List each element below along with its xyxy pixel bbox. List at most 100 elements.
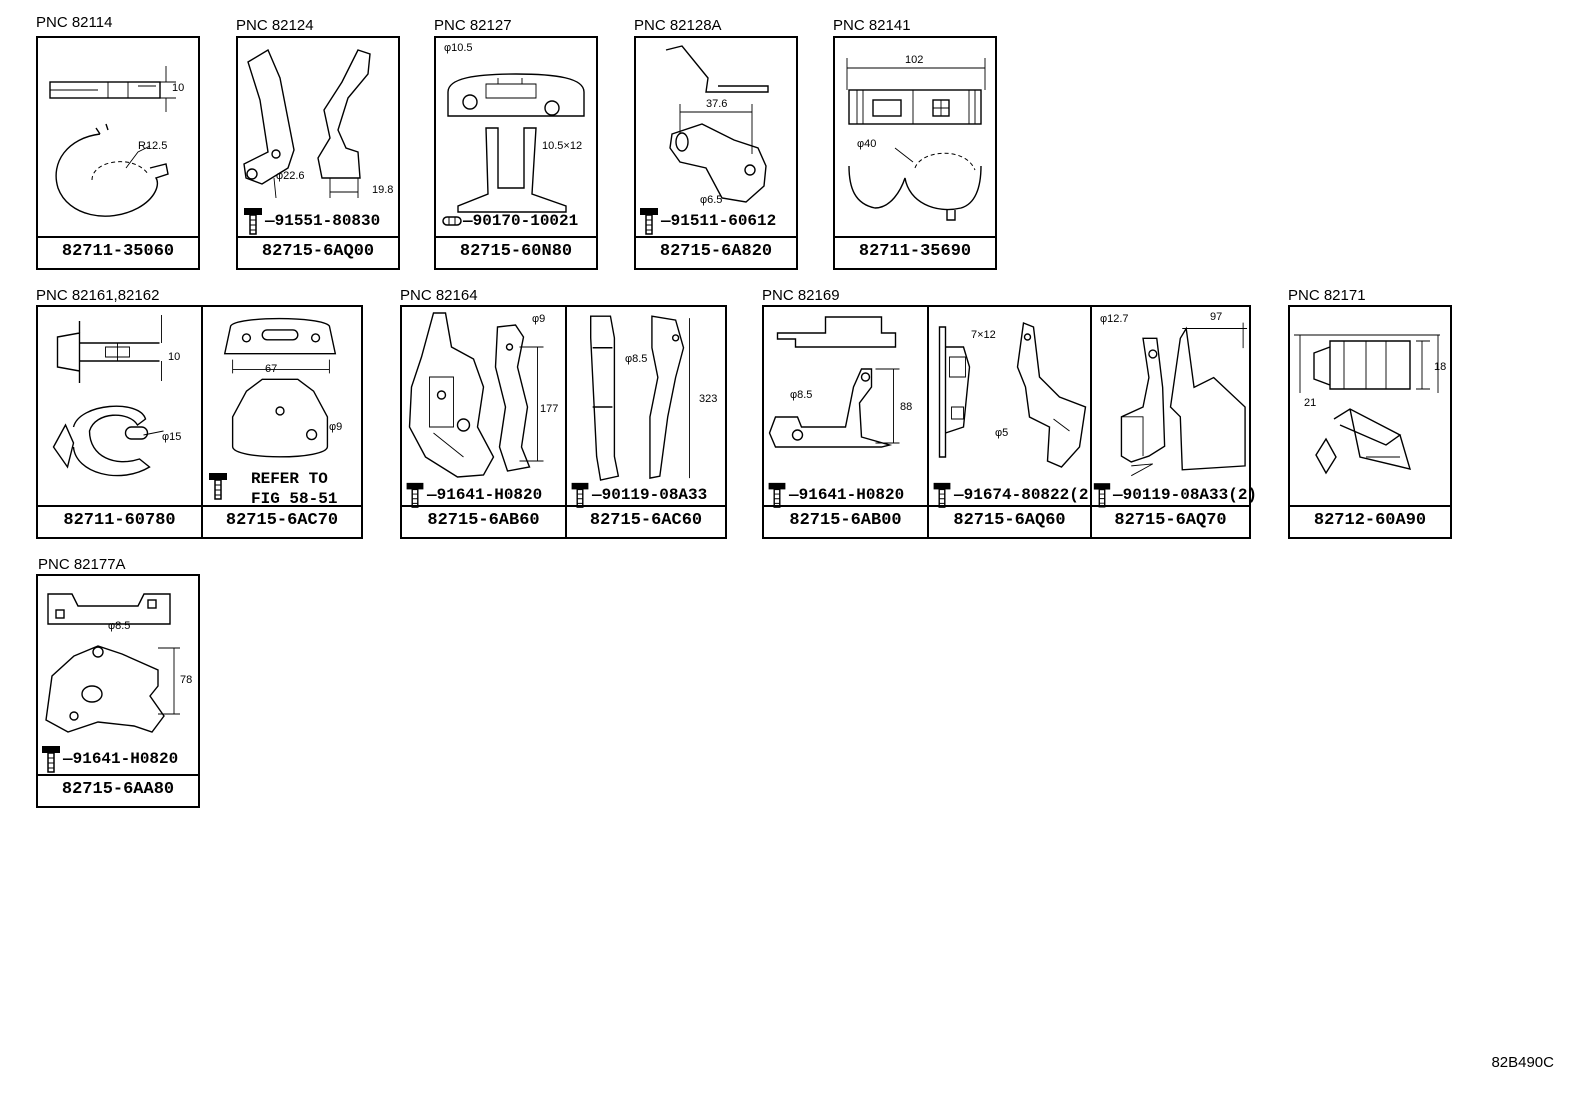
dimension-label: φ8.5 [790,389,813,401]
part-number: 82715-6AQ00 [238,236,398,268]
dimension-label: 323 [699,393,718,405]
part-cell: φ8.5 323 —90119-08A33 82715-6AC60 [565,307,725,537]
dimension-label: φ12.7 [1100,313,1129,325]
bolt-icon [244,208,262,235]
pnc-label: PNC 82128A [634,17,722,34]
dimension-label: 21 [1304,397,1317,409]
bolt-icon [933,482,951,508]
bolt-part-number: 91551-80830 [274,212,381,231]
bolt-part-number: 90119-08A33 [601,486,708,505]
bolt-icon [768,482,786,508]
part-drawing [1092,307,1249,507]
pnc-label: PNC 82161,82162 [36,287,160,304]
part-drawing [38,576,198,776]
reference-note-line: FIG 58-51 [251,490,338,508]
part-panel: φ10.5 10.5×12 —90170-10021 82715-60N80 [434,36,598,270]
dimension-label: 10.5×12 [542,140,583,152]
dimension-label: φ9 [532,313,546,325]
part-drawing [203,307,361,507]
bolt-icon [406,482,424,508]
part-panel: 10 R12.5 82711-35060 [36,36,200,270]
part-cell: φ8.5 78 —91641-H0820 82715-6AA80 [38,576,198,806]
part-cell: 10 φ15 82711-60780 [38,307,201,537]
dimension-label: 88 [900,401,913,413]
part-cell: φ10.5 10.5×12 —90170-10021 82715-60N80 [436,38,596,268]
bolt-part-number: 91641-H0820 [798,486,905,505]
dimension-label: 67 [265,363,278,375]
part-drawing [436,38,596,238]
bolt-icon [640,208,658,235]
reference-note-line: REFER TO [251,470,328,488]
dimension-label: 7×12 [971,329,996,341]
part-number: 82715-6AQ70 [1092,505,1249,537]
part-number: 82715-60N80 [436,236,596,268]
dimension-label: φ22.6 [276,170,305,182]
bolt-callout: —90119-08A33 [569,481,707,509]
dimension-label: φ15 [162,431,182,443]
part-cell: 10 R12.5 82711-35060 [38,38,198,268]
diagram-code: 82B490C [1491,1054,1554,1071]
bolt-callout: —90119-08A33(2) [1092,481,1257,509]
part-cell: 102 φ40 82711-35690 [835,38,995,268]
part-cell: 18 21 82712-60A90 [1290,307,1450,537]
bolt-part-number: 90119-08A33(2) [1122,486,1258,505]
part-drawing [567,307,725,507]
pnc-label: PNC 82124 [236,17,314,34]
part-drawing [38,38,198,238]
part-cell: 37.6 φ6.5 —91511-60612 82715-6A820 [636,38,796,268]
bolt-callout: —91641-H0820 [40,744,178,774]
part-number: 82711-35060 [38,236,198,268]
part-number: 82711-60780 [38,505,201,537]
bolt-callout: —91641-H0820 [766,481,904,509]
part-panel: 10 φ15 82711-60780 67 φ9 REFER TO FIG 58… [36,305,363,539]
bolt-icon [571,482,589,508]
dimension-label: 10 [168,351,181,363]
dimension-label: φ9 [329,421,343,433]
dimension-label: 78 [180,674,193,686]
part-number: 82712-60A90 [1290,505,1450,537]
part-panel: 102 φ40 82711-35690 [833,36,997,270]
grommet-icon [442,216,462,226]
bolt-icon [209,473,227,500]
part-number: 82715-6A820 [636,236,796,268]
part-number: 82715-6AQ60 [929,505,1090,537]
dimension-label: 19.8 [372,184,394,196]
bolt-part-number: 91641-H0820 [436,486,543,505]
part-cell: φ8.5 88 —91641-H0820 82715-6AB00 [764,307,927,537]
pnc-label: PNC 82127 [434,17,512,34]
part-number: 82715-6AA80 [38,774,198,806]
part-panel: 37.6 φ6.5 —91511-60612 82715-6A820 [634,36,798,270]
pnc-label: PNC 82164 [400,287,478,304]
part-panel: φ8.5 78 —91641-H0820 82715-6AA80 [36,574,200,808]
dimension-label: 37.6 [706,98,728,110]
part-drawing [1290,307,1450,507]
bolt-callout: —91674-80822(2 [931,481,1088,509]
part-drawing [636,38,796,238]
part-panel: φ22.6 19.8 —91551-80830 82715-6AQ00 [236,36,400,270]
pnc-label: PNC 82171 [1288,287,1366,304]
dimension-label: R12.5 [138,140,168,152]
bolt-icon [42,746,60,773]
pnc-label: PNC 82177A [38,556,126,573]
dimension-label: φ40 [857,138,877,150]
bolt-part-number: 91641-H0820 [72,750,179,769]
part-number: 82715-6AC70 [203,505,361,537]
bolt-callout: —90170-10021 [442,212,578,230]
bolt-part-number: 90170-10021 [472,212,579,230]
part-drawing [238,38,398,238]
part-drawing [929,307,1090,507]
dimension-label: 97 [1210,311,1223,323]
dimension-label: φ10.5 [444,42,473,54]
dimension-label: φ6.5 [700,194,723,206]
dimension-label: 177 [540,403,559,415]
reference-note: REFER TO FIG 58-51 [251,469,337,509]
part-number: 82711-35690 [835,236,995,268]
dimension-label: 102 [905,54,924,66]
part-panel: φ8.5 88 —91641-H0820 82715-6AB00 7×12 φ5… [762,305,1257,539]
part-cell: φ22.6 19.8 —91551-80830 82715-6AQ00 [238,38,398,268]
bolt-part-number: 91511-60612 [670,212,777,231]
part-cell: 7×12 φ5 —91674-80822(2 82715-6AQ60 [927,307,1090,537]
bolt-callout: —91511-60612 [638,206,776,236]
part-panel: φ9 177 —91641-H0820 82715-6AB60 φ8.5 323… [400,305,727,539]
part-drawing [402,307,565,507]
